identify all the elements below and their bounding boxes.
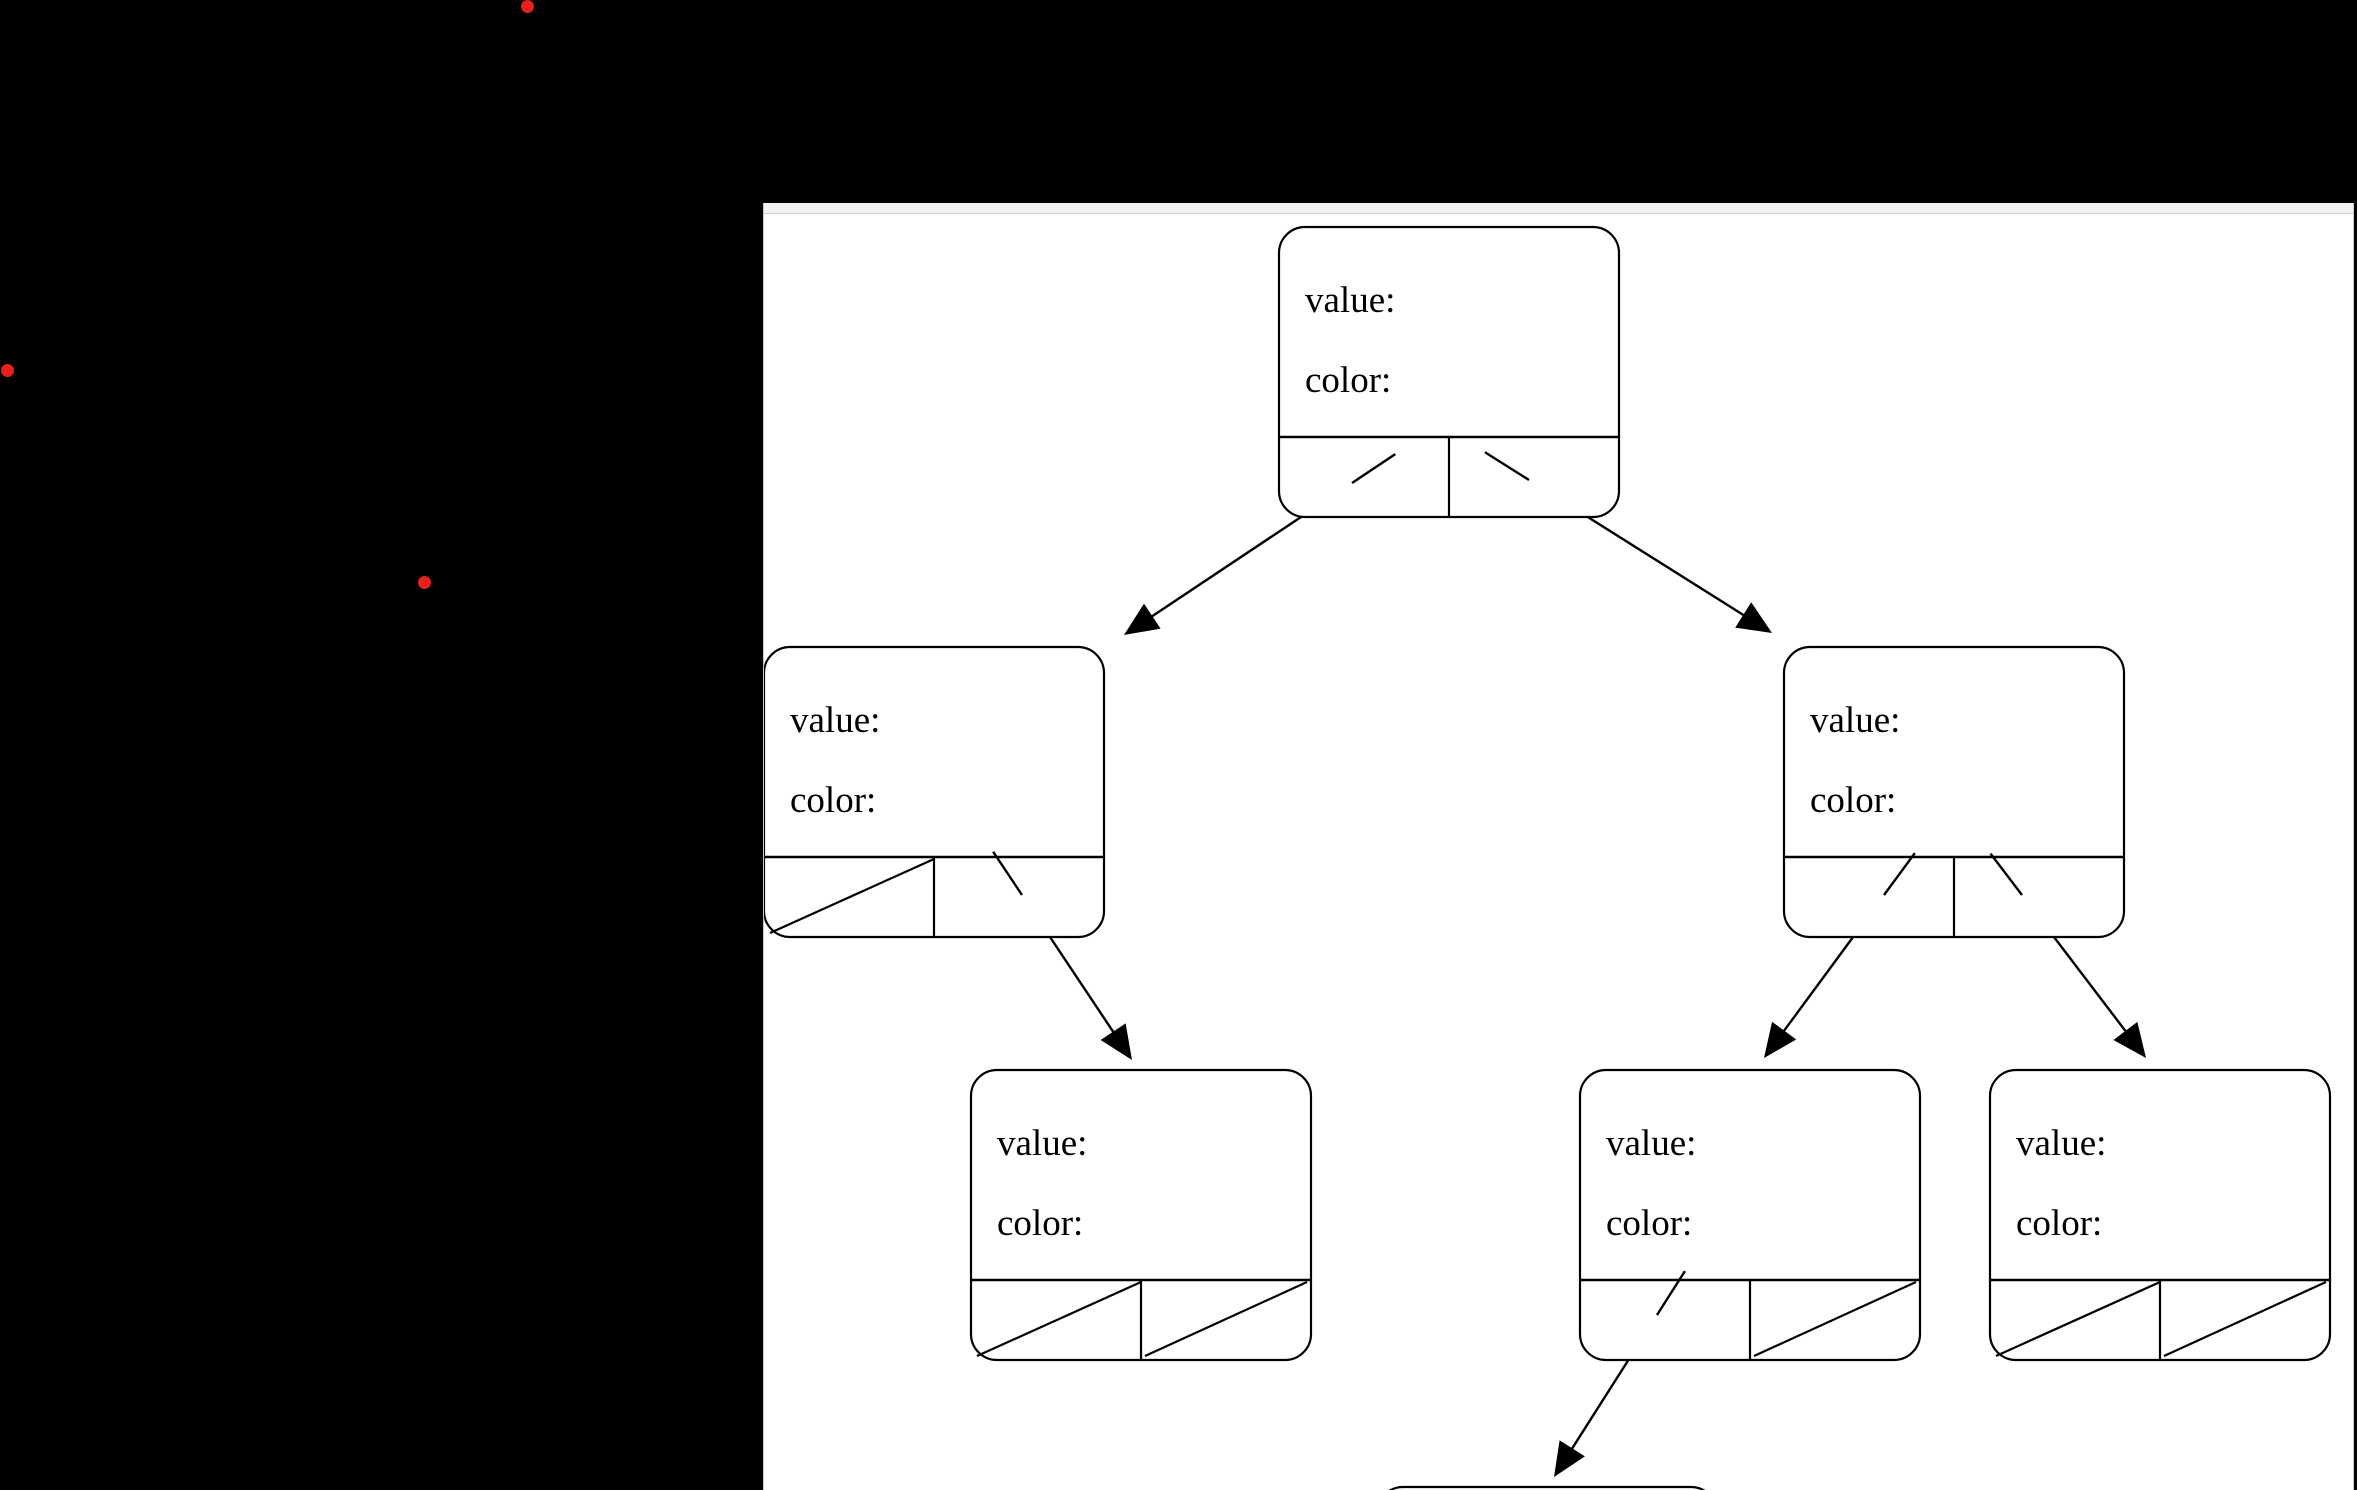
edge-right-left-to-deep-tail [1655,1270,1686,1316]
tree-node-deepest-body[interactable] [1377,1485,1717,1490]
tree-node-right-value-label: value: [1810,700,1900,741]
edge-tail-layer [992,451,2023,1316]
tree-node-left-color-label: color: [790,780,876,821]
tree-node-right[interactable]: value: color: [1782,645,2126,939]
tree-node-left-right[interactable]: value: color: [969,1068,1313,1362]
edge-root-to-right-arrowhead [1735,602,1772,633]
cursor-dot-top [521,0,534,13]
tree-node-root[interactable]: value: color: [1277,225,1621,519]
tree-node-left-right-value-label: value: [997,1123,1087,1164]
tree-node-right-color-label: color: [1810,780,1896,821]
tree-node-right-left-value-label: value: [1606,1123,1696,1164]
tree-node-right-right[interactable]: value: color: [1988,1068,2332,1362]
tree-node-left-right-color-label: color: [997,1203,1083,1244]
node-layer: value: color: value: color: value: color: valu… [764,225,2332,1490]
edge-right-to-right-left-arrowhead [1764,1021,1797,1058]
tree-node-root-color-label: color: [1305,360,1391,401]
panel-top-strip [764,203,2353,214]
tree-node-left-right-right-null-slash [1144,1280,1308,1358]
tree-node-right-left-right-null-slash [1753,1280,1917,1358]
tree-node-right-right-color-label: color: [2016,1203,2102,1244]
tree-diagram-canvas: value: color: value: color: value: color: valu… [764,225,2332,1490]
tree-node-left[interactable]: value: color: [764,645,1106,939]
tree-node-right-left-color-label: color: [1606,1203,1692,1244]
tree-node-right-right-left-null-slash [1995,1280,2161,1358]
edge-right-to-right-left-tail [1883,852,1916,896]
edge-root-to-right-tail [1484,451,1530,482]
tree-node-deepest[interactable]: value:color: [1377,1485,1717,1490]
binary-tree-diagram-panel: value: color: value: color: value: color: valu… [763,203,2354,1490]
edge-left-to-left-right-arrowhead [1100,1023,1132,1060]
tree-node-root-value-label: value: [1305,280,1395,321]
cursor-dot-left [1,364,14,377]
edge-right-left-to-deep-arrowhead [1554,1440,1585,1477]
edge-right-to-right-right-arrowhead [2113,1021,2146,1058]
edge-root-to-left-tail [1351,453,1396,484]
edge-left-to-left-right-tail [992,851,1023,896]
cursor-dot-middle [418,576,431,589]
tree-node-right-right-value-label: value: [2016,1123,2106,1164]
tree-node-right-right-right-null-slash [2163,1280,2327,1358]
tree-node-right-left[interactable]: value: color: [1578,1068,1922,1362]
tree-node-left-left-null-slash [769,857,935,935]
tree-node-left-value-label: value: [790,700,880,741]
edge-root-to-left-arrowhead [1124,603,1161,635]
edge-right-to-right-right-tail [1989,852,2023,896]
tree-node-left-right-left-null-slash [976,1280,1142,1358]
